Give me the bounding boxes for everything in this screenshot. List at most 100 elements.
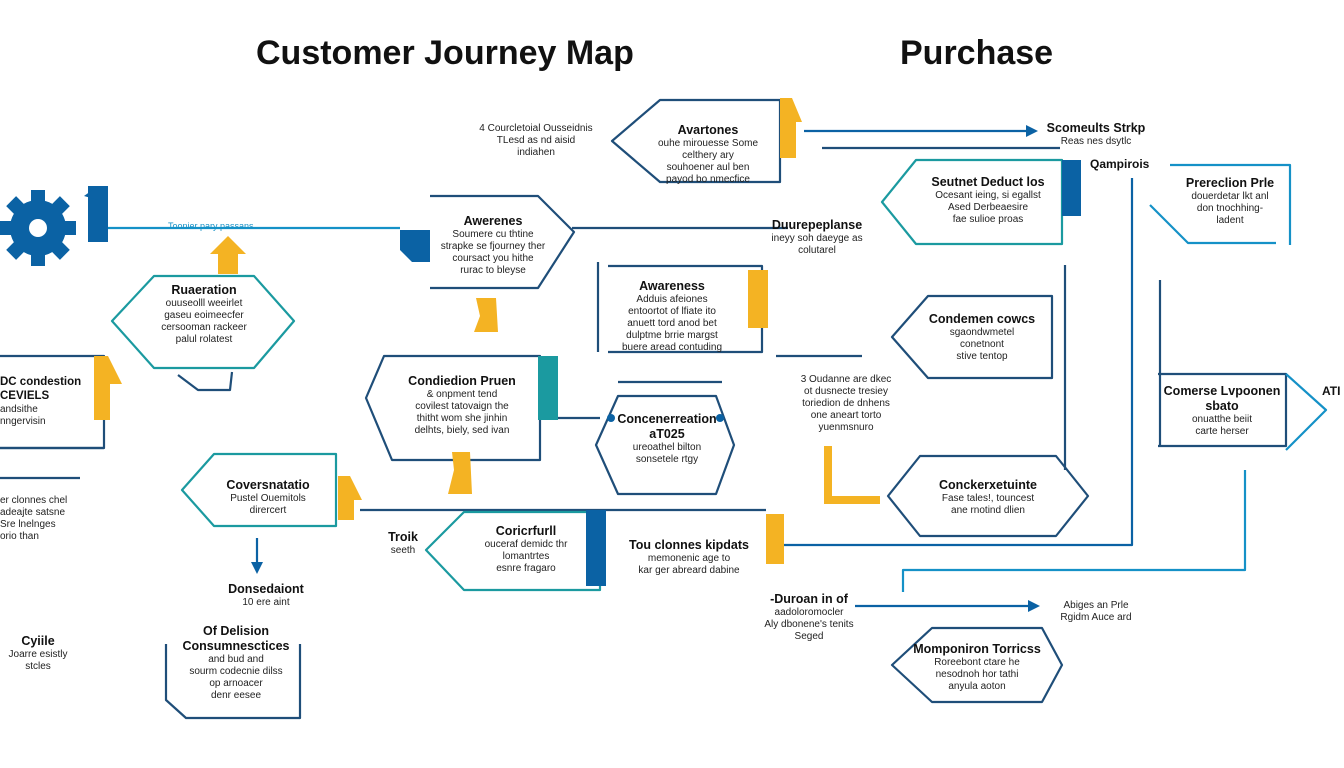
- section-title-purchase: Purchase: [900, 34, 1054, 72]
- node-body: Soumere cu thtine strapke se fjourney th…: [440, 229, 546, 276]
- node-coversnatatio: Coversnatatio Pustel Ouemitols dirercert: [206, 478, 330, 517]
- node-momponiron: Momponiron Torricss Roreebont ctare he n…: [904, 642, 1050, 693]
- node-title: Avartones: [677, 123, 739, 137]
- node-title: Conckerxetuinte: [939, 478, 1037, 492]
- node-shape-momponiron: [890, 626, 1064, 704]
- node-shape-ruaeration: [110, 274, 296, 370]
- node-ruaeration: Ruaeration ouuseolll weeirlet gaseu eoim…: [140, 283, 268, 346]
- node-shape-prereclion: [1170, 163, 1292, 245]
- marker-tab-amber: [780, 98, 802, 158]
- node-title: Tou clonnes kipdats: [629, 538, 749, 552]
- node-awerenes: Awerenes Soumere cu thtine strapke se fj…: [430, 214, 556, 277]
- node-shape-awerenes: [430, 194, 576, 290]
- node-of-delision: Of Delision Consumnesctices and bud and …: [170, 624, 302, 702]
- node-abiges-note: Abiges an Prle Rgidm Auce ard: [1060, 600, 1132, 623]
- node-body: ouceraf demidc thr lomantrtes esnre frag…: [484, 539, 568, 574]
- node-title: Coversnatatio: [226, 478, 310, 492]
- node-tou-clonnes: Tou clonnes kipdats memonenic age to kar…: [614, 538, 764, 577]
- node-cyiile: Cyiile Joarre esistly stcles: [0, 634, 76, 673]
- node-title: Concenerreation aT025: [617, 412, 717, 441]
- node-condiedion: Condiedion Pruen & onpment tend covilest…: [392, 374, 532, 437]
- node-title: Donsedaiont: [228, 582, 304, 596]
- node-left-clones-note: er clonnes chel adeajte satsne Sre lneln…: [0, 495, 68, 542]
- node-conckerxetuinte: Conckerxetuinte Fase tales!, touncest an…: [916, 478, 1060, 517]
- node-title: DC condestion CEVIELS: [0, 376, 82, 402]
- node-title: Coricrfurll: [495, 524, 557, 538]
- node-duurepeplanse: Duurepeplanse ineyy soh daeyge as coluta…: [770, 218, 864, 257]
- node-awareness-mid: Awareness Adduis afeiones entoortot of l…: [606, 279, 738, 354]
- marker-bookmark-navy: [1062, 160, 1081, 216]
- node-condemen: Condemen cowcs sgaondwmetel conetnont st…: [920, 312, 1044, 363]
- connector-label: Toonier pary passans: [168, 221, 254, 231]
- node-body: douerdetar lkt anl don tnochhing- ladent: [1191, 191, 1269, 226]
- connector-line: [1149, 204, 1276, 245]
- node-qampirois: Qampirois: [1090, 157, 1150, 171]
- marker-tab-amber: [448, 452, 472, 494]
- node-dudanme-note: 3 Oudanne are dkec ot dusnecte tresiey t…: [800, 374, 892, 433]
- node-body: ineyy soh daeyge as colutarel: [771, 233, 863, 256]
- marker-bookmark-teal: [538, 356, 558, 420]
- page-title: Customer Journey Map: [256, 34, 634, 72]
- connector-line: [780, 178, 1134, 547]
- arrow-head: [1026, 125, 1038, 137]
- node-shape-avartones: [610, 98, 782, 184]
- node-avartones: Avartones ouhe mirouesse Some celthery a…: [644, 123, 772, 186]
- node-body: Reas nes dsytlc: [1060, 136, 1132, 147]
- node-body: andsithe nngervisin: [0, 403, 46, 427]
- marker-l-bracket-amber: [824, 446, 880, 504]
- node-body: seeth: [390, 545, 416, 556]
- node-shape-coricrfurll: [424, 510, 602, 592]
- node-shape-concerreation: [594, 394, 736, 496]
- node-title: Awareness: [639, 279, 705, 293]
- node-body: ureoathel bilton sonsetele rtgy: [632, 442, 702, 465]
- node-body: Ocesant ieing, si egallst Ased Derbeaesi…: [935, 190, 1041, 225]
- node-title: Duurepeplanse: [771, 218, 863, 232]
- node-body: ouhe mirouesse Some celthery ary souhoen…: [657, 138, 759, 185]
- node-concenerreation: Concenerreation aT025 ureoathel bilton s…: [606, 412, 728, 466]
- node-title: Condiedion Pruen: [408, 374, 516, 388]
- node-shape-seutnet: [880, 158, 1064, 246]
- marker-tab-amber: [94, 356, 122, 420]
- connector-line: [901, 470, 1247, 592]
- node-shape-ati: [1285, 373, 1328, 451]
- node-body: memonenic age to kar ger abreard dabine: [638, 553, 740, 576]
- node-body: onuatthe beiit carte herser: [1191, 414, 1253, 437]
- node-body: and bud and sourm codecnie dilss op arno…: [189, 654, 283, 701]
- node-body: Joarre esistly stcles: [8, 649, 68, 672]
- connector-dot: [607, 414, 615, 422]
- arrow-head: [251, 562, 263, 574]
- node-title: Ruaeration: [171, 283, 237, 297]
- node-body: & onpment tend covilest tatovaign the th…: [414, 389, 510, 436]
- node-shape-concherxetuinte: [886, 454, 1090, 538]
- node-body: ouuseolll weeirlet gaseu eoimeecfer cers…: [161, 298, 247, 345]
- node-duroan: -Duroan in of aadoloromocler Aly dbonene…: [756, 592, 862, 643]
- node-body: aadoloromocler Aly dbonene's tenits Sege…: [764, 607, 854, 642]
- marker-tab-amber: [474, 298, 498, 332]
- node-prereclion: Prereclion Prle douerdetar lkt anl don t…: [1176, 176, 1284, 227]
- node-shape-coversnatatio: [180, 452, 338, 528]
- node-title: Condemen cowcs: [928, 312, 1036, 326]
- node-body: Roreebont ctare he nesodnoh hor tathi an…: [934, 657, 1020, 692]
- marker-tab-amber: [338, 476, 362, 520]
- node-scomeults: Scomeults Strkp Reas nes dsytlc: [1044, 121, 1148, 148]
- node-title: Seutnet Deduct los: [931, 175, 1045, 189]
- gear-icon: [0, 190, 76, 266]
- node-title: Momponiron Torricss: [913, 642, 1041, 656]
- marker-bookmark-navy: [586, 510, 606, 586]
- node-title: Awerenes: [463, 214, 523, 228]
- node-ati: ATI: [1322, 384, 1341, 398]
- node-title: Cyiile: [21, 634, 55, 648]
- node-title: -Duroan in of: [770, 592, 848, 606]
- node-shape-comerse: [1158, 372, 1288, 448]
- connector-dot: [716, 414, 724, 422]
- node-title: Prereclion Prle: [1185, 176, 1275, 190]
- node-title: Comerse Lvpoonen sbato: [1163, 384, 1281, 413]
- marker-bookmark-amber: [748, 270, 768, 328]
- node-seutnet: Seutnet Deduct los Ocesant ieing, si ega…: [918, 175, 1058, 226]
- marker-bookmark-navy: [400, 230, 430, 262]
- node-title: Scomeults Strkp: [1046, 121, 1146, 135]
- marker-bookmark-navy: [88, 186, 108, 242]
- node-body: Fase tales!, touncest ane rnotind dlien: [941, 493, 1035, 516]
- marker-up-arrow-amber: [210, 236, 246, 274]
